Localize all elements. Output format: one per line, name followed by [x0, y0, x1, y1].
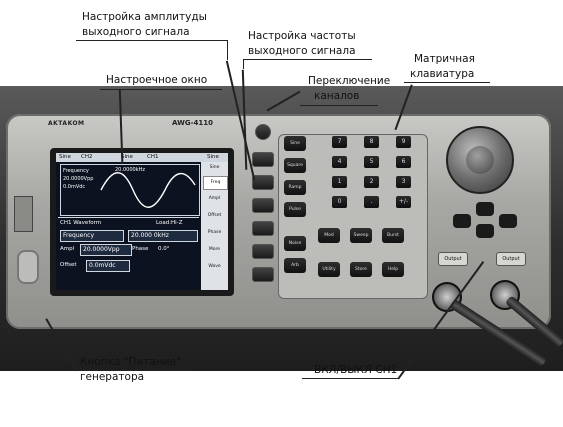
- keypad-key[interactable]: 6: [396, 156, 411, 168]
- keypad-key[interactable]: 1: [332, 176, 347, 188]
- keypad-key[interactable]: 2: [364, 176, 379, 188]
- arrow-down-key[interactable]: [476, 224, 494, 238]
- screen-tab-sine-2: Sine: [121, 154, 133, 160]
- screen-tab-sine-3: Sine: [207, 154, 219, 160]
- keypad-key[interactable]: 0: [332, 196, 347, 208]
- label-power-button-line1: Кнопка "Питание": [80, 356, 181, 368]
- lcd-screen: Sine CH2 Sine CH1 Sine Frequency 20.0000…: [56, 153, 228, 290]
- underline-frequency: [244, 59, 372, 60]
- function-key[interactable]: Utility: [318, 262, 340, 277]
- underline-channel-switch: [300, 105, 378, 106]
- side-menu-item: Sine: [209, 165, 220, 170]
- side-menu-item: Ampl: [208, 196, 221, 201]
- underline-settings-window: [100, 89, 222, 90]
- softkey-5[interactable]: [252, 244, 274, 259]
- phase-value: 0.0°: [158, 246, 170, 252]
- keypad-key[interactable]: 7: [332, 136, 347, 148]
- screen-tabs: Sine CH2 Sine CH1 Sine: [56, 153, 228, 162]
- underline-amplitude: [76, 40, 228, 41]
- function-key[interactable]: Sweep: [350, 228, 372, 243]
- softkey-4[interactable]: [252, 221, 274, 236]
- keypad-key[interactable]: +/-: [396, 196, 411, 208]
- softkey-2[interactable]: [252, 175, 274, 190]
- function-key[interactable]: Ramp: [284, 180, 306, 195]
- side-menu-item: Offset: [207, 213, 222, 218]
- label-amplitude-setting-line2: выходного сигнала: [82, 26, 190, 38]
- screen-tab-sine-1: Sine: [59, 154, 71, 160]
- brand-logo: AKTAKOM: [48, 120, 85, 127]
- side-menu-item: More: [208, 247, 221, 252]
- keypad-key[interactable]: 5: [364, 156, 379, 168]
- underline-matrix-keypad: [404, 82, 490, 83]
- function-key[interactable]: Burst: [382, 228, 404, 243]
- wave-offset-value: 0.0mVdc: [63, 184, 86, 190]
- label-channel-switch-line2: каналов: [314, 90, 360, 102]
- offset-value: 0.0mVdc: [86, 260, 130, 272]
- knob-center: [466, 146, 494, 174]
- load-indicator: Load:Hi-Z: [156, 220, 183, 226]
- wave-amplitude-value: 20.0000Vpp: [63, 176, 94, 182]
- arrow-up-key[interactable]: [476, 202, 494, 216]
- softkey-3[interactable]: [252, 198, 274, 213]
- waveform-header: CH1 Waveform: [60, 220, 102, 226]
- function-key[interactable]: Square: [284, 158, 306, 173]
- side-menu-item: Phase: [207, 230, 222, 235]
- output-ch1-button[interactable]: Output: [496, 252, 526, 266]
- channel-switch-button[interactable]: [255, 124, 271, 140]
- label-matrix-keypad-line2: клавиатура: [410, 68, 475, 80]
- keypad-key[interactable]: 9: [396, 136, 411, 148]
- underline-power-button: [76, 370, 192, 371]
- function-key[interactable]: Store: [350, 262, 372, 277]
- generator-photo: AKTAKOM AWG-4110 Sine CH2 Sine CH1 Sine …: [0, 86, 563, 371]
- function-key[interactable]: Noise: [284, 236, 306, 251]
- parameter-panel: CH1 Waveform Load:Hi-Z Frequency 20.000 …: [58, 217, 199, 290]
- label-channel-switch-line1: Переключение: [308, 75, 391, 87]
- function-key[interactable]: Arb: [284, 258, 306, 273]
- function-key[interactable]: Help: [382, 262, 404, 277]
- amplitude-value: 20.0000Vpp: [80, 244, 132, 256]
- function-key[interactable]: Pulse: [284, 202, 306, 217]
- usb-port: [14, 196, 33, 232]
- label-frequency-setting-line1: Настройка частоты: [248, 30, 356, 42]
- model-label: AWG-4110: [172, 119, 213, 127]
- leader-amplitude: [227, 40, 228, 60]
- softkey-1[interactable]: [252, 152, 274, 167]
- keypad-key[interactable]: 4: [332, 156, 347, 168]
- screen-side-menu: Sine Freq Ampl Offset Phase More Wave: [201, 162, 228, 290]
- bnc-connector-ch1: [490, 280, 520, 310]
- sine-wave-plot: [100, 172, 196, 208]
- arrow-left-key[interactable]: [453, 214, 471, 228]
- function-key[interactable]: Sine: [284, 136, 306, 151]
- softkey-6[interactable]: [252, 267, 274, 282]
- phase-label: Phase: [132, 246, 149, 252]
- output-ch2-button[interactable]: Output: [438, 252, 468, 266]
- power-button[interactable]: [17, 250, 39, 284]
- amplitude-label: Ampl: [60, 246, 75, 252]
- label-frequency-setting-line2: выходного сигнала: [248, 45, 356, 57]
- side-menu-item-active: Freq: [203, 176, 228, 190]
- keypad-key[interactable]: 8: [364, 136, 379, 148]
- wave-frequency-value: 20.0000kHz: [115, 167, 145, 173]
- arrow-right-key[interactable]: [499, 214, 517, 228]
- keypad-key[interactable]: .: [364, 196, 379, 208]
- label-power-button-line2: генератора: [80, 371, 145, 383]
- label-amplitude-setting-line1: Настройка амплитуды: [82, 11, 207, 23]
- label-settings-window: Настроечное окно: [106, 74, 208, 86]
- side-menu-item: Wave: [208, 264, 221, 269]
- label-matrix-keypad-line1: Матричная: [414, 53, 475, 65]
- frequency-label: Frequency: [60, 230, 124, 242]
- label-ch1-toggle: ВКЛ/ВЫКЛ CH1: [314, 364, 398, 376]
- wave-frequency-label: Frequency: [63, 168, 89, 174]
- underline-ch1-toggle: [302, 378, 398, 379]
- function-key[interactable]: Mod: [318, 228, 340, 243]
- rotary-knob[interactable]: [446, 126, 514, 194]
- screen-tab-ch2: CH2: [81, 154, 93, 160]
- keypad-key[interactable]: 3: [396, 176, 411, 188]
- waveform-preview: Frequency 20.0000kHz 20.0000Vpp 0.0mVdc: [60, 164, 200, 216]
- frequency-value: 20.000 0kHz: [128, 230, 198, 242]
- leader-frequency: [243, 59, 244, 69]
- offset-label: Offset: [60, 262, 77, 268]
- screen-tab-ch1: CH1: [147, 154, 159, 160]
